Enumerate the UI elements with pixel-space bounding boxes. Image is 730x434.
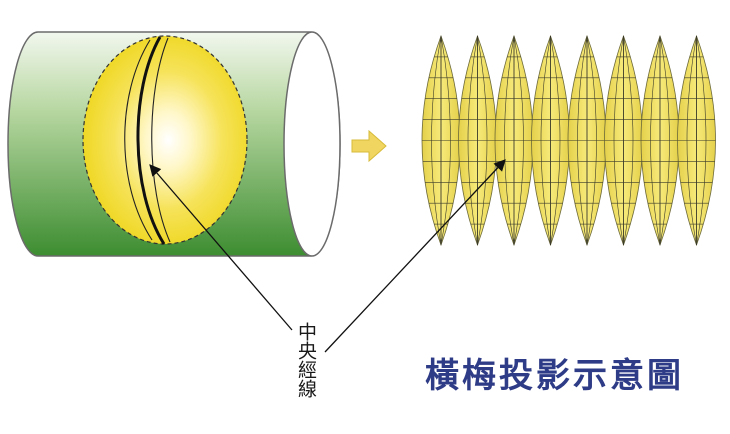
gore-meridian-line xyxy=(550,35,561,246)
pointer-line-right xyxy=(324,159,506,353)
gore-meridian-line xyxy=(696,35,707,246)
gore-meridian-line xyxy=(504,35,515,246)
gore xyxy=(458,34,497,247)
gore xyxy=(494,34,534,247)
gore-meridian-line xyxy=(431,35,442,246)
gore-meridian-line xyxy=(577,35,588,246)
gore-meridian-line xyxy=(613,35,624,246)
gore xyxy=(677,34,716,247)
gore-meridian-line xyxy=(650,35,661,246)
globe-disc xyxy=(82,35,248,245)
gore xyxy=(531,34,570,247)
gore-meridian-line xyxy=(477,35,488,246)
gore-meridian-line xyxy=(623,35,634,246)
gore xyxy=(640,34,680,247)
globe xyxy=(82,35,248,245)
meridian-line-left xyxy=(124,39,153,241)
gore xyxy=(421,34,461,247)
central-meridian-line xyxy=(136,36,166,245)
projection-gores xyxy=(421,34,716,247)
central-meridian-label: 中央經線 xyxy=(295,322,317,398)
gore xyxy=(604,34,643,247)
gore-meridian-line xyxy=(586,35,597,246)
diagram-title: 橫梅投影示意圖 xyxy=(425,356,684,396)
meridian-line-right xyxy=(151,37,171,243)
gore-meridian-line xyxy=(440,35,451,246)
gore-meridian-line xyxy=(467,35,478,246)
direction-arrow xyxy=(351,129,387,163)
gore-meridian-line xyxy=(659,35,670,246)
gore-meridian-line xyxy=(686,35,697,246)
gore-meridian-line xyxy=(513,35,524,246)
gore-meridian-line xyxy=(540,35,551,246)
cylinder-end-face xyxy=(283,31,341,257)
gore xyxy=(567,34,607,247)
pointer-line-left xyxy=(149,164,293,331)
